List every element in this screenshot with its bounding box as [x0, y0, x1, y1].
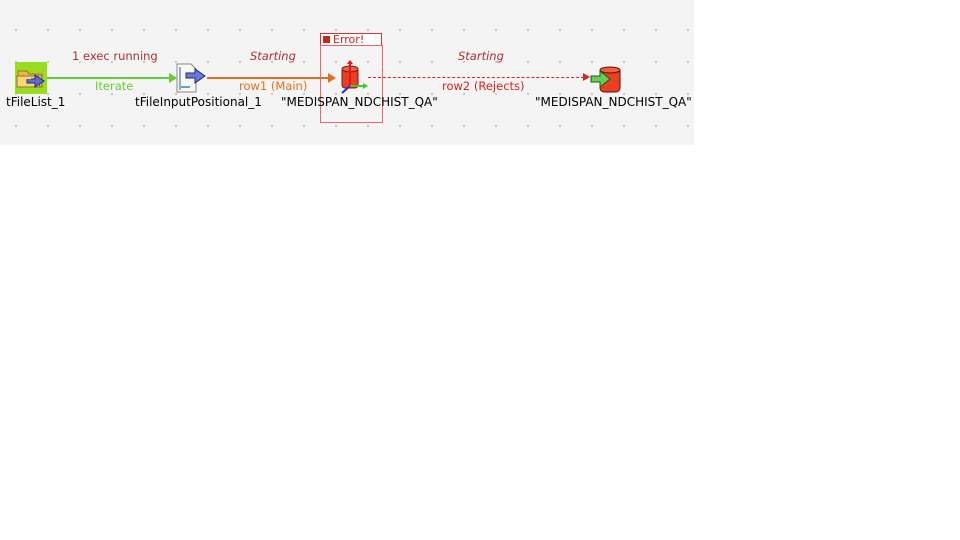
database-input-icon [590, 66, 621, 93]
connection-label: row2 (Rejects) [442, 79, 525, 93]
error-icon [323, 36, 330, 43]
connection-iterate[interactable] [47, 77, 171, 79]
connection-row2-rejects[interactable] [368, 77, 584, 78]
node-label: "MEDISPAN_NDCHIST_QA" [535, 95, 692, 109]
node-db-target[interactable] [590, 66, 622, 94]
node-db-output[interactable] [336, 60, 370, 94]
node-label: "MEDISPAN_NDCHIST_QA" [281, 95, 438, 109]
arrowhead-icon [328, 73, 336, 83]
connection-status-label: Starting [250, 49, 296, 63]
job-designer-canvas[interactable]: 1 exec running Iterate Starting row1 (Ma… [0, 0, 694, 145]
connection-label: row1 (Main) [239, 79, 308, 93]
database-output-icon [341, 60, 368, 94]
folder-arrow-icon [15, 62, 47, 94]
error-badge-label: Error! [333, 33, 365, 46]
connection-row1-main[interactable] [207, 77, 329, 79]
error-highlight-box [320, 45, 383, 123]
connection-status-label: 1 exec running [72, 49, 158, 63]
file-input-positional-icon [176, 63, 206, 93]
arrowhead-icon [169, 73, 177, 83]
connection-label: Iterate [95, 79, 134, 93]
node-tfileinputpositional[interactable] [176, 63, 208, 93]
node-tfilelist[interactable] [15, 62, 47, 94]
arrowhead-icon [583, 73, 590, 81]
connection-status-label: Starting [458, 49, 504, 63]
node-label: tFileInputPositional_1 [135, 95, 262, 109]
node-label: tFileList_1 [6, 95, 66, 109]
